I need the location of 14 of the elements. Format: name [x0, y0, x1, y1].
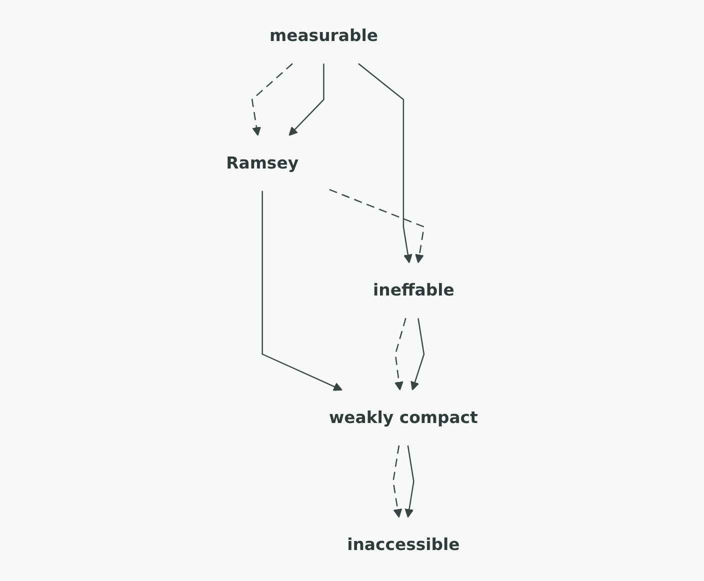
- arrow: [329, 189, 425, 264]
- arrow: [394, 318, 406, 390]
- node-text: ineffable: [373, 280, 454, 300]
- arrow: [410, 318, 425, 390]
- arrow: [288, 64, 324, 136]
- arrow: [358, 63, 412, 264]
- arrow: [392, 445, 402, 518]
- arrow: [404, 445, 414, 518]
- node-text: inaccessible: [347, 534, 460, 554]
- node-text: Ramsey: [226, 152, 299, 172]
- arrow: [262, 190, 342, 391]
- arrow: [251, 63, 293, 136]
- node-text: measurable: [269, 26, 378, 46]
- node-text: weakly compact: [328, 408, 478, 428]
